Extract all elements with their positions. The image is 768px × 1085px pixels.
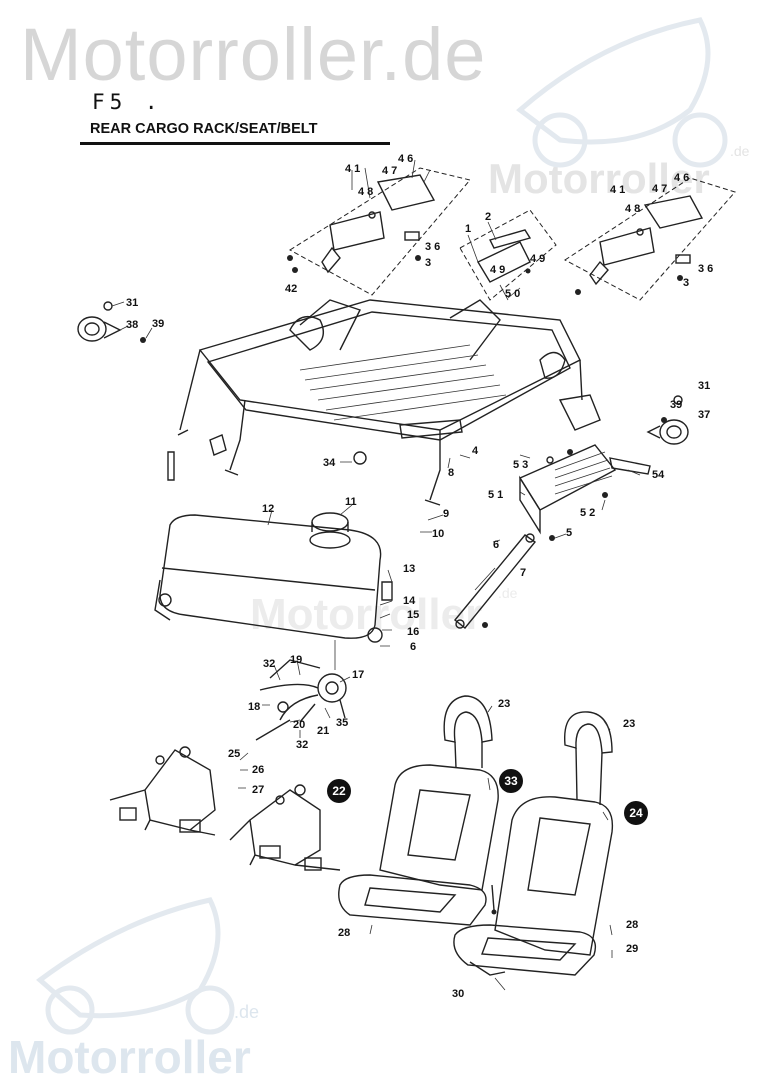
part-label-35: 35 [336,717,348,729]
part-label-23-right: 23 [623,718,635,730]
part-label-27: 27 [252,784,264,796]
part-label-4: 4 [472,445,479,457]
part-label-32-upper: 32 [263,658,275,670]
part-label-29: 29 [626,943,638,955]
part-label-8: 8 [448,467,454,479]
part-label-14: 14 [403,595,416,607]
part-label-47-right: 4 7 [652,183,667,195]
part-number-labels: 4 1 4 6 4 7 4 8 3 6 3 42 1 2 4 9 4 9 5 0… [126,153,713,1000]
fuel-tank [154,512,393,670]
support-bracket [454,533,555,629]
leader-lines [238,454,641,991]
part-label-12: 12 [262,503,274,515]
left-seat [338,695,499,926]
part-label-54: 54 [652,469,665,481]
part-label-15: 15 [407,609,419,621]
diagram-code: F5 . [92,90,163,114]
part-label-38: 38 [126,319,138,331]
right-taillight-assembly [564,177,736,301]
part-label-30: 30 [452,988,464,1000]
left-taillight-assembly [287,159,471,296]
watermark-bottom: Motorroller [8,1031,251,1083]
part-label-23-left: 23 [498,698,510,710]
watermark-top: Motorroller.de [20,13,487,96]
part-label-3-left: 3 [425,257,431,269]
scooter-watermark-icon [36,17,728,1035]
part-label-24-circled: 24 [629,806,643,820]
part-label-53: 5 3 [513,459,528,471]
part-label-49-b: 4 9 [530,253,545,265]
part-label-36-left: 3 6 [425,241,440,253]
part-label-48-left: 4 8 [358,186,373,198]
part-label-6-lower: 6 [410,641,416,653]
part-label-46-left: 4 6 [398,153,413,165]
part-label-13: 13 [403,563,415,575]
plate-light-assembly [459,209,557,301]
watermark-center-suffix: .de [498,585,518,601]
watermark-bottom-suffix: .de [234,1002,260,1022]
part-label-18: 18 [248,701,260,713]
part-label-9: 9 [443,508,449,520]
part-label-52: 5 2 [580,507,595,519]
watermark-mid-right: Motorroller [488,155,710,202]
part-label-49-a: 4 9 [490,264,505,276]
part-label-31-right: 31 [698,380,710,392]
watermark-mid-right-suffix: .de [730,143,750,159]
part-label-34: 34 [323,457,336,469]
watermark-center: Motorroller [250,590,483,639]
circled-part-labels: 33 24 22 [327,769,648,825]
part-label-26: 26 [252,764,264,776]
part-label-3-right: 3 [683,277,689,289]
part-label-32-lower: 32 [296,739,308,751]
part-label-28-left: 28 [338,927,350,939]
part-label-11: 11 [345,496,357,508]
part-label-36-right: 3 6 [698,263,713,275]
part-label-1: 1 [465,223,471,235]
part-label-20: 20 [293,719,305,731]
part-label-46-right: 4 6 [674,172,689,184]
part-label-50: 5 0 [505,288,520,300]
part-label-48-right: 4 8 [625,203,640,215]
part-label-47-left: 4 7 [382,165,397,177]
seat-belts [109,746,341,871]
diagram-title: REAR CARGO RACK/SEAT/BELT [90,121,318,137]
part-label-31-left: 31 [126,297,138,309]
battery-box [518,444,651,535]
part-label-22-circled: 22 [332,784,346,798]
right-seat [453,711,614,976]
part-label-5: 5 [566,527,572,539]
part-label-37: 37 [698,409,710,421]
part-label-33-circled: 33 [504,774,518,788]
part-label-7: 7 [520,567,526,579]
part-label-2: 2 [485,211,491,223]
part-label-41-right: 4 1 [610,184,625,196]
part-label-25: 25 [228,748,240,760]
part-label-17: 17 [352,669,364,681]
part-label-39-right: 39 [670,399,682,411]
part-label-42: 42 [285,283,297,295]
cargo-rack-frame [167,299,601,506]
part-label-6-upper: 6 [493,539,499,551]
part-label-10: 10 [432,528,444,540]
part-label-16: 16 [407,626,419,638]
part-label-51: 5 1 [488,489,503,501]
title-underline [80,142,390,145]
part-label-21: 21 [317,725,329,737]
left-reflector [77,301,153,343]
right-reflector [646,395,689,445]
part-label-41-left: 4 1 [345,163,360,175]
part-label-28-right: 28 [626,919,638,931]
part-label-19: 19 [290,654,302,666]
part-label-39-left: 39 [152,318,164,330]
